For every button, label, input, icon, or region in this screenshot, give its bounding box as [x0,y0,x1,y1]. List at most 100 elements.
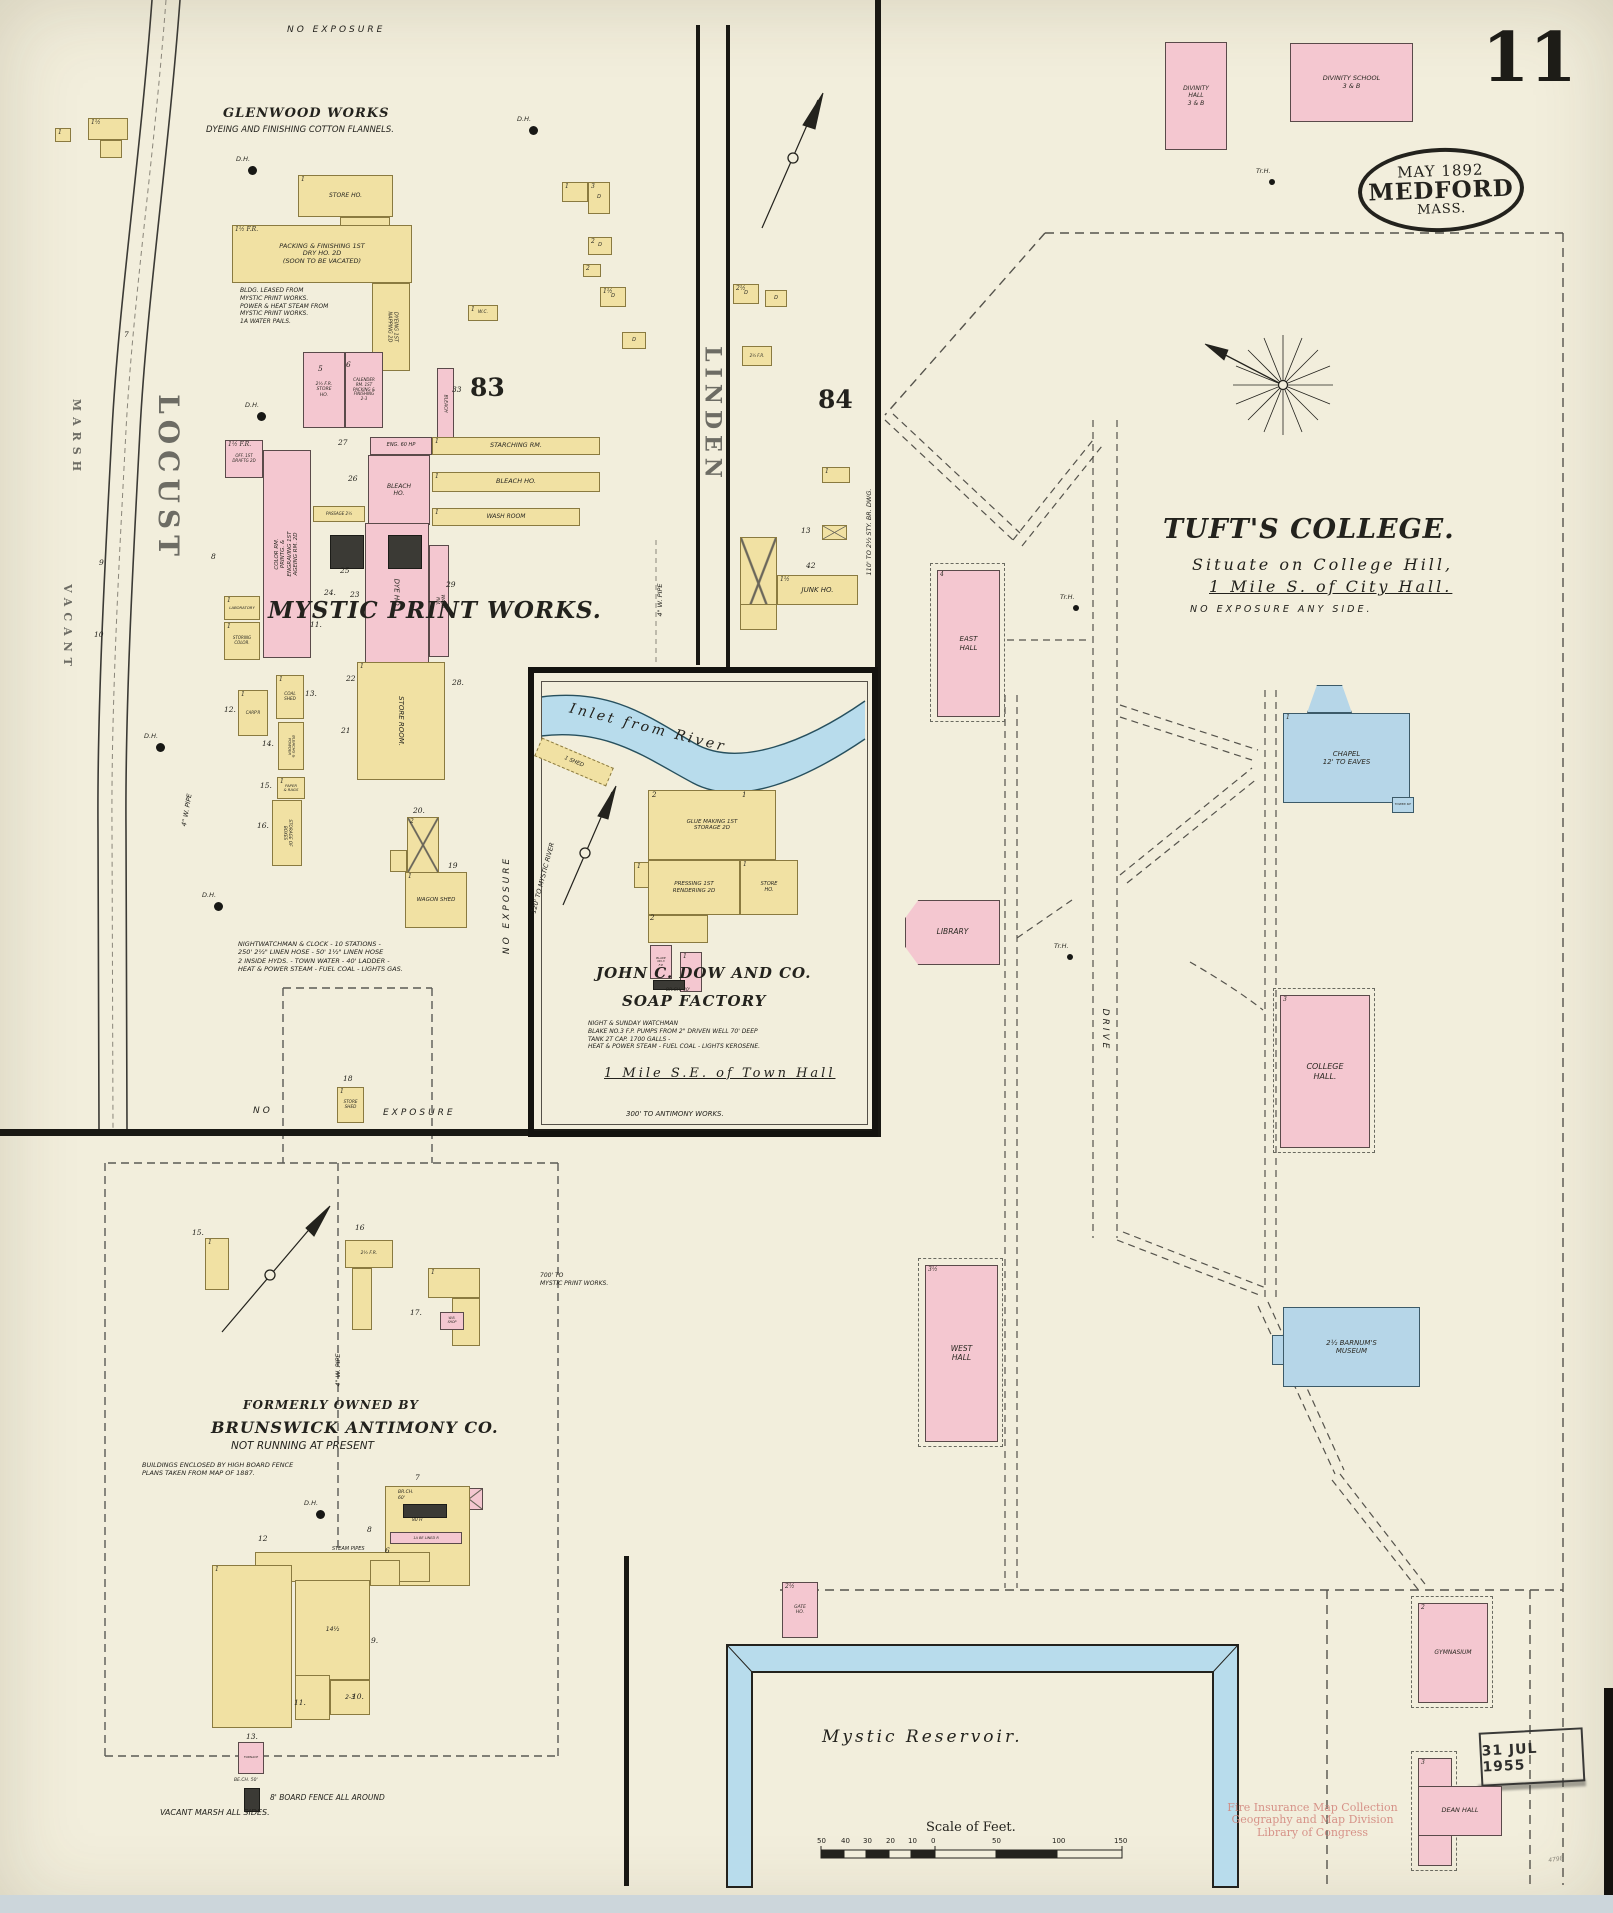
pressing-rendering: PRESSING 1ST RENDERING 2D [648,860,740,915]
num-42: 42 [806,561,816,570]
soap-factory-inset-inner-border [541,681,868,1125]
dwelling-i-number: 2½ [736,285,746,292]
bleach-house-yellow-label: BLEACH HO. [496,477,536,486]
scale-tick: 150 [1114,1837,1128,1845]
double-hydrant-label: D.H. [304,1499,319,1507]
double-hydrant-label: D.H. [202,891,217,899]
double-hydrant-marker [256,411,266,421]
west-hall-label: WEST HALL [950,1343,973,1362]
gymnasium-label: GYMNASIUM [1434,1649,1472,1657]
dyeing-napping-label: DYEING 1ST NAPPING 2D [386,311,398,343]
soap-factory-inset-frame [528,667,878,1137]
num-26: 26 [348,474,358,483]
street-locust: LOCUST [152,394,186,562]
num-18: 18 [343,1074,353,1083]
brunswick-b1-number: 1 [208,1239,212,1246]
no-exp-bl-1: NO [253,1106,273,1116]
wb-shop: W.B. SHOP [440,1312,464,1330]
street-linden: LINDEN [699,346,726,484]
brunswick-b23: 2-3 [330,1680,370,1715]
bleaching-powder-label: BLEACHG & POWDER [287,734,297,758]
dwelling-l: 1 [822,467,850,483]
bleach-narrow: BLEACH [437,368,454,440]
soap-store-house-label: STORE HO. [760,880,778,893]
dwelling-k: 2½ F.R. [742,346,772,366]
dwelling-c-number: 1 [565,183,569,190]
eighty-h: 80 H [412,1518,423,1523]
dwelling-b: 1½ [88,118,128,140]
junk-low [740,604,777,630]
num-br17: 17. [410,1308,422,1317]
linden-street-line-east [726,25,730,667]
tufts-sub2: 1 Mile S. of City Hall. [1209,577,1453,596]
trough-hydrant-label: Tr.H. [1054,942,1069,950]
dwelling-e-label: D [598,242,602,249]
chapel-tower-label: TOWER 60' [1394,802,1412,807]
dwelling-e-number: 2 [591,238,595,245]
dwelling-f: 2 [583,264,601,277]
west-hall-number: 3½ [928,1266,938,1273]
college-hall-label: COLLEGE HALL. [1306,1062,1344,1081]
mystic-reservoir: Mystic Reservoir. [822,1727,1023,1747]
scale-tick: 30 [863,1837,872,1845]
brunswick-lined-strip-label: 1A BE LINED R [413,1535,439,1540]
west-hall-fence [918,1258,1003,1447]
drive-label: DRIVE [1099,1008,1110,1052]
store-house: STORE HO.1 [298,175,393,217]
boiler-house-2 [388,535,422,569]
soap-factory-title: SOAP FACTORY [622,992,767,1010]
water-closet-label: W.C. [477,310,489,316]
board-fence-note: 8' BOARD FENCE ALL AROUND [270,1793,385,1802]
reservoir-west-wall [624,1556,629,1886]
num-24: 24. [324,588,336,597]
bleach-narrow-label: BLEACH [443,394,449,414]
dwelling-d-number: 3 [591,183,595,190]
soap-boiler-1-label: BLAKE NO.3 F.P. [656,955,666,967]
divinity-hall-label: DIVINITY HALL 3 & B [1183,85,1209,107]
scale-tick: 10 [908,1837,917,1845]
brunswick-b1: 1 [205,1238,229,1290]
dwelling-h: D [622,332,646,349]
be-ch-50: BE.CH. 50' [234,1778,258,1783]
store-house-label: STORE HO. [329,192,362,200]
tufts-sub1: Situate on College Hill, [1192,555,1454,574]
soap-note: NIGHT & SUNDAY WATCHMAN BLAKE NO.3 F.P. … [588,1020,761,1051]
dwelling-f-number: 2 [586,265,590,272]
junk-house-number: 1½ [780,576,790,583]
building-20-number: 2 [410,818,414,825]
bleach-house-pink: BLEACH HO. [368,455,430,525]
antimony-distance: 300' TO ANTIMONY WORKS. [626,1110,724,1118]
office-drafting-number: 1½ F.R. [228,441,252,448]
wash-room-number: 1 [435,509,439,516]
vacant-marsh-all: VACANT MARSH ALL SIDES. [160,1808,270,1817]
bleaching-powder: BLEACHG & POWDER [278,722,304,770]
double-hydrant-marker [247,165,257,175]
linden-street-line-west [696,25,700,665]
glenwood-title: GLENWOOD WORKS [223,106,390,121]
soap-boiler-2: 1 [680,952,702,992]
dwelling-b2 [100,140,122,158]
dwelling-a-number: 1 [58,129,62,136]
passage: PASSAGE 2½ [313,506,365,522]
num-in2: 2 [652,791,657,799]
store-room-number: 1 [360,663,364,670]
double-hydrant-label: D.H. [517,115,532,123]
printing-engraving: COLOR RM. PRINTG. & ENGRAVING 1ST AGEING… [263,450,311,658]
bleach-house-pink-label: BLEACH HO. [386,482,412,497]
water-closet-number: 1 [471,306,475,313]
num-15: 15. [260,781,272,790]
dwelling-l-number: 1 [825,468,829,475]
trough-hydrant-marker [1073,605,1079,611]
double-hydrant-label: D.H. [236,155,251,163]
gymnasium-fence [1411,1596,1493,1708]
scale-tick: 40 [841,1837,850,1845]
scan-page-edge [0,1895,1613,1913]
scale-title: Scale of Feet. [926,1820,1016,1835]
